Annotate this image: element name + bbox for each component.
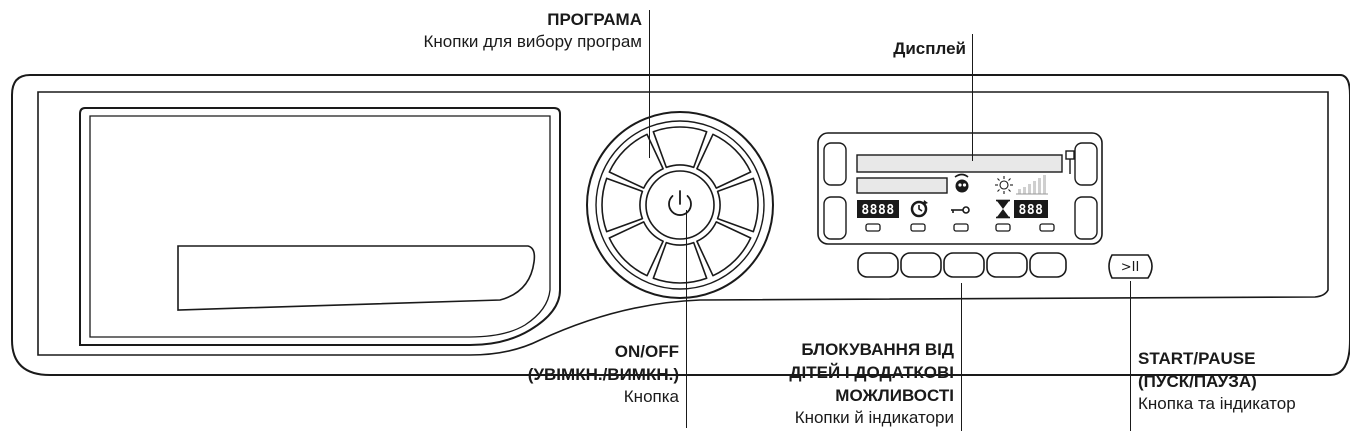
display-text-bar-main [856,154,1063,173]
onoff-title-line2: (УВІМКН./ВИМКН.) [527,365,679,384]
childlock-callout: БЛОКУВАННЯ ВІД ДІТЕЙ І ДОДАТКОВІ МОЖЛИВО… [789,338,954,429]
option-button-1[interactable] [857,252,899,278]
program-segment-button[interactable] [716,177,759,233]
sun-icon [995,176,1013,194]
option-button-2[interactable] [900,252,942,278]
childlock-title-line2: ДІТЕЙ І ДОДАТКОВІ [789,363,954,382]
startpause-title-line1: START/PAUSE [1138,349,1256,368]
indicator-led-5 [1039,223,1055,232]
display-side-button-left-bottom[interactable] [823,196,847,240]
key-icon [951,206,970,214]
display-side-button-right-bottom[interactable] [1074,196,1098,240]
display-title: Дисплей [893,39,966,58]
onoff-callout: ON/OFF (УВІМКН./ВИМКН.) Кнопка [528,340,679,408]
indicator-led-3 [953,223,969,232]
baby-icon [954,173,969,193]
display-module: 8888 888 [817,132,1103,245]
startpause-title-line2: (ПУСК/ПАУЗА) [1138,372,1257,391]
display-side-button-left-top[interactable] [823,142,847,186]
childlock-title-line1: БЛОКУВАННЯ ВІД [801,340,954,359]
program-segment-button[interactable] [601,177,644,233]
program-title: ПРОГРАМА [547,10,642,29]
program-segment-button[interactable] [652,126,708,169]
right-digits: 888 [1019,203,1044,218]
onoff-description: Кнопка [623,387,679,406]
program-segment-button[interactable] [608,221,664,277]
onoff-title-line1: ON/OFF [614,342,679,361]
power-button[interactable] [645,170,715,240]
program-description: Кнопки для вибору програм [423,32,643,51]
right-digits-box [1014,200,1048,218]
program-segment-button[interactable] [652,241,708,284]
time-digits: 8888 [861,203,894,218]
leader-display [972,34,973,161]
leader-program [649,10,650,158]
program-dial[interactable] [586,111,774,299]
antenna-icon [1065,150,1075,174]
display-callout: Дисплей [893,37,966,60]
signal-bars-icon [1016,175,1048,195]
program-callout: ПРОГРАМА Кнопки для вибору програм [424,8,643,53]
startpause-callout: START/PAUSE (ПУСК/ПАУЗА) Кнопка та індик… [1138,347,1296,415]
start-pause-icon: >II [1121,260,1140,275]
leader-startpause [1130,281,1131,431]
startpause-description: Кнопка та індикатор [1138,394,1296,413]
drawer-handle[interactable] [177,245,536,311]
hourglass-icon [996,199,1010,219]
start-pause-button[interactable]: >II [1108,254,1153,279]
power-icon [668,190,692,216]
detergent-drawer[interactable] [79,107,561,346]
leader-childlock [961,283,962,431]
childlock-title-line3: МОЖЛИВОСТІ [835,386,954,405]
indicator-led-1 [865,223,881,232]
time-digits-box [857,200,899,218]
program-segment-button[interactable] [696,221,752,277]
panel-housing [11,74,1350,376]
indicator-led-4 [995,223,1011,232]
childlock-description: Кнопки й індикатори [794,408,954,427]
leader-onoff [686,210,687,428]
display-text-bar-secondary [856,177,948,194]
cycle-icon [910,200,928,218]
option-buttons [857,252,1067,278]
display-side-button-right-top[interactable] [1074,142,1098,186]
program-segment-button[interactable] [696,133,752,189]
option-button-4[interactable] [986,252,1028,278]
option-button-5[interactable] [1029,252,1067,278]
program-segment-button[interactable] [608,133,664,189]
indicator-led-2 [910,223,926,232]
panel-faceplate [37,91,1329,356]
option-button-3[interactable] [943,252,985,278]
